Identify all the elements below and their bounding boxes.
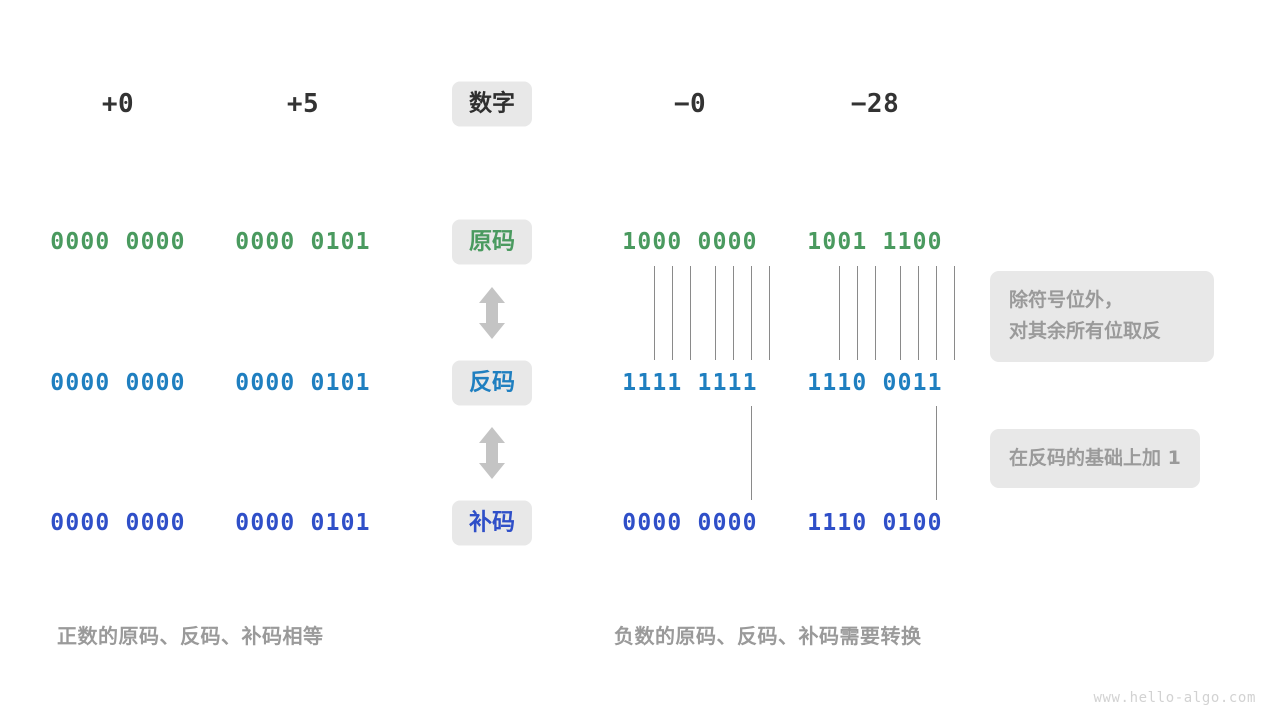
- bits-ones-complement-minus-zero: 1111 1111: [622, 370, 758, 396]
- bits-sign-magnitude-plus-zero: 0000 0000: [50, 229, 186, 255]
- bits-twos-complement-plus-zero: 0000 0000: [50, 510, 186, 536]
- bit-connector-line: [769, 266, 770, 360]
- bit-connector-line: [733, 266, 734, 360]
- bit-connector-line: [654, 266, 655, 360]
- bit-connector-line: [954, 266, 955, 360]
- row-label-twos-complement: 补码: [452, 500, 532, 546]
- note-invert-bits: 除符号位外， 对其余所有位取反: [990, 271, 1214, 362]
- bit-connector-line: [690, 266, 691, 360]
- bit-connector-line: [900, 266, 901, 360]
- caption-negative: 负数的原码、反码、补码需要转换: [614, 624, 922, 648]
- column-heading-plus-five: +5: [286, 89, 320, 119]
- bit-connector-line: [715, 266, 716, 360]
- bits-sign-magnitude-minus-zero: 1000 0000: [622, 229, 758, 255]
- bit-connector-line: [918, 266, 919, 360]
- bit-connector-line: [751, 266, 752, 360]
- row-label-ones-complement: 反码: [452, 360, 532, 406]
- bit-connector-line: [839, 266, 840, 360]
- bit-connector-line: [672, 266, 673, 360]
- row-label-number: 数字: [452, 81, 532, 127]
- bits-ones-complement-minus-twentyeight: 1110 0011: [807, 370, 943, 396]
- carry-connector-line: [751, 406, 752, 500]
- column-heading-plus-zero: +0: [101, 89, 135, 119]
- bits-sign-magnitude-minus-twentyeight: 1001 1100: [807, 229, 943, 255]
- double-arrow-icon-sign-to-ones: [477, 286, 507, 340]
- double-arrow-icon-ones-to-twos: [477, 426, 507, 480]
- bits-ones-complement-plus-five: 0000 0101: [235, 370, 371, 396]
- bit-connector-line: [936, 266, 937, 360]
- bit-connector-line: [857, 266, 858, 360]
- bits-twos-complement-minus-zero: 0000 0000: [622, 510, 758, 536]
- row-label-sign-magnitude: 原码: [452, 219, 532, 265]
- bit-connector-line: [875, 266, 876, 360]
- bits-sign-magnitude-plus-five: 0000 0101: [235, 229, 371, 255]
- caption-positive: 正数的原码、反码、补码相等: [57, 624, 324, 648]
- watermark: www.hello-algo.com: [1093, 690, 1256, 706]
- bits-twos-complement-minus-twentyeight: 1110 0100: [807, 510, 943, 536]
- column-heading-minus-twentyeight: −28: [850, 89, 900, 119]
- bits-ones-complement-plus-zero: 0000 0000: [50, 370, 186, 396]
- column-heading-minus-zero: −0: [673, 89, 707, 119]
- note-add-one: 在反码的基础上加 1: [990, 429, 1200, 489]
- bits-twos-complement-plus-five: 0000 0101: [235, 510, 371, 536]
- carry-connector-line: [936, 406, 937, 500]
